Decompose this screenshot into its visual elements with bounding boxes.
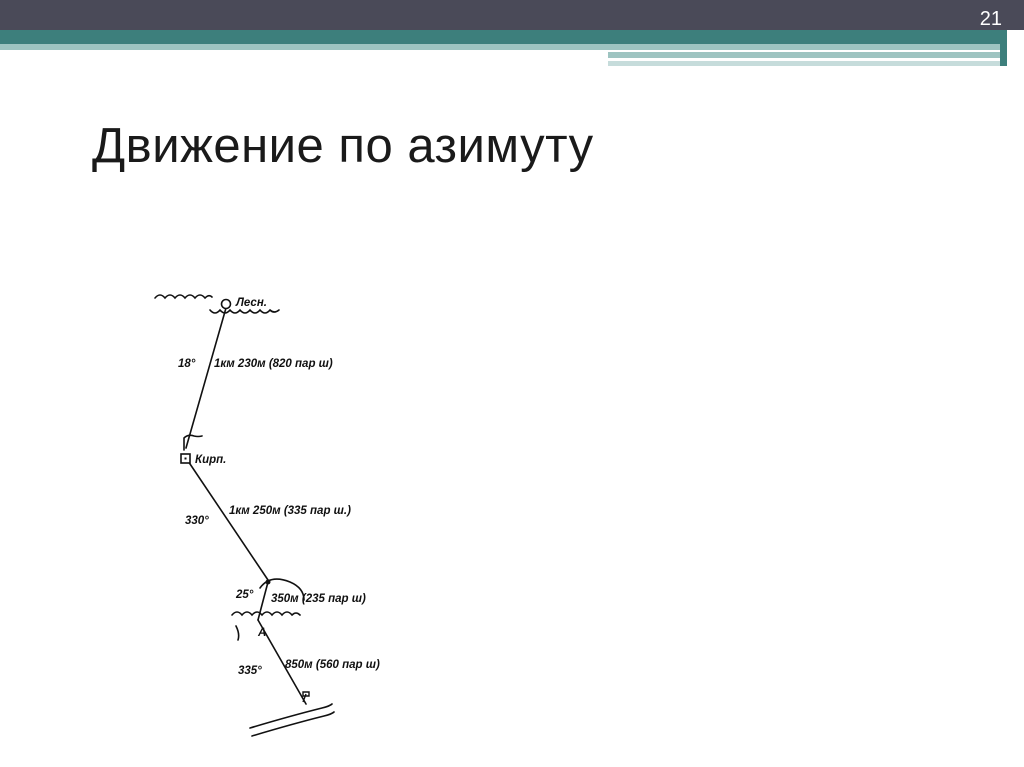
azimuth-label-leg-4: 335°	[238, 665, 262, 677]
label-forest-house: Лесн.	[235, 297, 267, 309]
distance-label-leg-3: 350м (235 пар ш)	[271, 593, 366, 605]
route-leg-4	[257, 619, 307, 705]
forest-edge-symbol	[154, 294, 213, 300]
distance-label-leg-2: 1км 250м (335 пар ш.)	[229, 505, 351, 517]
header-teal-stripe	[0, 30, 1000, 44]
label-brick-factory: Кирп.	[195, 454, 226, 466]
route-sketch: Лесн. Кирп. А 18° 1км 230м (820 пар ш) 3…	[154, 294, 380, 737]
header-light-stripe	[0, 44, 1000, 50]
slide-number: 21	[979, 8, 1002, 30]
forest-edge-symbol	[235, 625, 240, 641]
turn-point-symbol	[265, 579, 271, 585]
route-leg-2	[185, 457, 269, 581]
distance-label-leg-4: 850м (560 пар ш)	[285, 659, 380, 671]
label-point-a: А	[257, 627, 266, 639]
distance-label-leg-1: 1км 230м (820 пар ш)	[214, 358, 333, 370]
azimuth-route-diagram: Лесн. Кирп. А 18° 1км 230м (820 пар ш) 3…	[140, 270, 420, 750]
road-symbol	[251, 711, 335, 737]
azimuth-label-leg-1: 18°	[178, 358, 196, 370]
end-point-symbol	[302, 691, 310, 703]
route-leg-1	[185, 307, 227, 449]
header-accent-stripe	[608, 52, 1000, 58]
brick-factory-symbol-center	[184, 457, 187, 460]
header-edge-stripe	[1000, 30, 1007, 66]
azimuth-label-leg-2: 330°	[185, 515, 209, 527]
road-symbol	[249, 703, 333, 729]
brick-factory-chimney-symbol	[183, 434, 203, 451]
forest-edge-symbol	[231, 611, 301, 617]
forest-house-symbol	[220, 298, 232, 310]
header-dark-stripe	[0, 0, 1024, 30]
azimuth-label-leg-3: 25°	[235, 589, 254, 601]
forest-edge-symbol	[209, 308, 280, 314]
slide-header-bar: 21	[0, 0, 1024, 70]
slide-title: Движение по азимуту	[92, 119, 594, 173]
header-accent-stripe	[608, 61, 1000, 66]
